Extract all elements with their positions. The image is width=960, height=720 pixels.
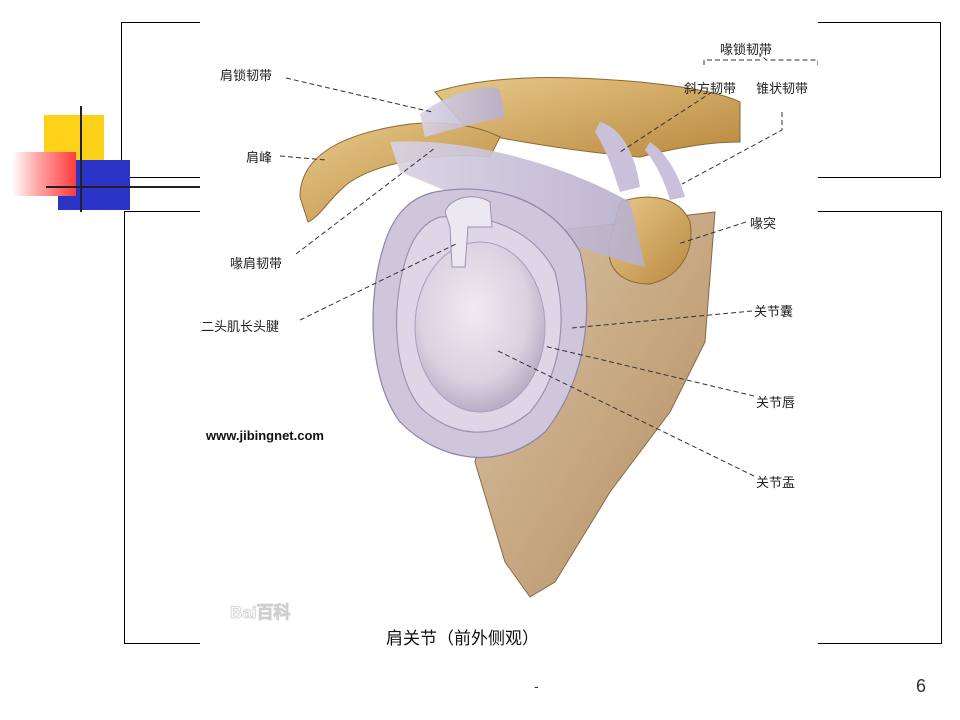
glenoid-cavity [414,241,546,413]
clavicle [434,77,741,158]
leader-coracoclavicular-bracket [703,52,818,65]
leader-labrum [543,345,755,397]
watermark-logo: Bai百科 [230,602,290,622]
label-trapezoid: 斜方韧带 [684,81,736,97]
biceps-tendon-shape [444,196,493,268]
decor-horizontal-line [46,186,208,188]
leader-acromioclavicular [285,77,433,113]
shoulder-joint-figure: 喙锁韧带 肩锁韧带 斜方韧带 锥状韧带 肩峰 喙肩韧带 喙突 肱二头肌长头腱 关… [200,22,818,662]
leader-capsule [571,310,753,329]
decor-vertical-line [80,106,82,212]
label-glenoid: 关节盂 [756,476,795,491]
anatomy-illustration: 喙锁韧带 肩锁韧带 斜方韧带 锥状韧带 肩峰 喙肩韧带 喙突 肱二头肌长头腱 关… [200,42,818,649]
label-labrum: 关节唇 [756,396,795,411]
conoid-ligament [645,142,685,200]
label-capsule: 关节囊 [754,304,793,320]
leader-biceps [299,243,457,321]
label-acromion: 肩峰 [246,150,272,166]
page-number: 6 [916,676,927,696]
label-coracoclavicular: 喙锁韧带 [720,42,772,58]
acromioclavicular-ligament [420,87,505,137]
leader-trapezoid [619,91,713,153]
decor-red-gradient-square [12,152,76,196]
label-conoid: 锥状韧带 [756,82,808,97]
label-coracoid: 喙突 [750,216,776,232]
trapezoid-ligament [595,122,640,192]
figure-caption: 肩关节（前外侧观） [386,629,539,649]
leader-coracoid [677,221,747,245]
label-acromioclavicular: 肩锁韧带 [220,68,272,84]
footer-mark: - [534,678,539,694]
watermark-url: www.jibingnet.com [205,428,324,443]
leader-conoid [681,112,783,185]
leader-coracoacromial [295,147,436,255]
label-coracoacromial: 喙肩韧带 [230,256,282,272]
label-biceps-tendon: 肱二头肌长头腱 [200,320,279,335]
